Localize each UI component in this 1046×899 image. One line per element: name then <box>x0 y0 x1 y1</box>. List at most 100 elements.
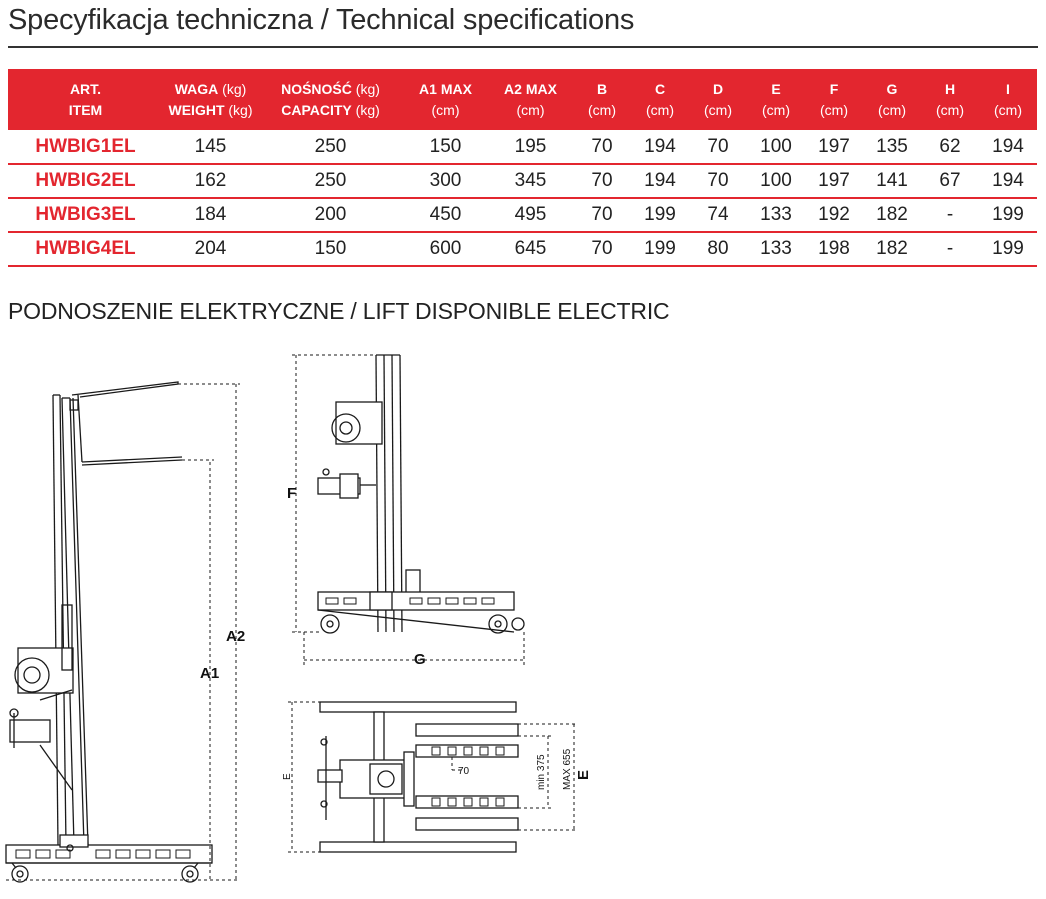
lift-side-view <box>5 381 240 883</box>
table-cell: 600 <box>403 232 488 267</box>
column-header-8: E (cm) <box>747 69 805 130</box>
table-cell: 450 <box>403 198 488 233</box>
table-cell: 197 <box>805 130 863 165</box>
table-cell: 300 <box>403 164 488 199</box>
column-header-line2: (cm) <box>820 101 848 118</box>
table-cell: 70 <box>573 164 631 199</box>
column-header-line2: (cm) <box>704 101 732 118</box>
dim-min-label: min 375 <box>536 754 547 790</box>
table-cell: 80 <box>689 232 747 267</box>
table-cell: 194 <box>979 164 1037 199</box>
dim-a2-label: A2 <box>226 628 245 645</box>
item-code-cell: HWBIG2EL <box>8 164 163 199</box>
column-header-line1: A2 MAX <box>504 80 557 97</box>
table-cell: 495 <box>488 198 573 233</box>
column-header-line2: ITEM <box>68 101 103 118</box>
column-header-3: A1 MAX (cm) <box>403 69 488 130</box>
column-header-2: NOŚNOŚĆ (kg)CAPACITY (kg) <box>258 69 403 130</box>
column-header-line2: CAPACITY <box>281 101 352 118</box>
table-cell: 135 <box>863 130 921 165</box>
column-header-unit: (kg) <box>224 101 253 118</box>
table-cell: 74 <box>689 198 747 233</box>
column-header-line1: ART. <box>69 80 102 97</box>
table-cell: 70 <box>689 130 747 165</box>
title-divider <box>8 46 1038 48</box>
table-cell: 70 <box>573 130 631 165</box>
column-header-line1: A1 MAX <box>419 80 472 97</box>
item-code-cell: HWBIG1EL <box>8 130 163 165</box>
table-cell: 141 <box>863 164 921 199</box>
table-cell: 100 <box>747 164 805 199</box>
table-cell: 197 <box>805 164 863 199</box>
column-header-9: F (cm) <box>805 69 863 130</box>
section-title: PODNOSZENIE ELEKTRYCZNE / LIFT DISPONIBL… <box>8 298 670 324</box>
table-cell: 250 <box>258 130 403 165</box>
column-header-line1: WAGA <box>174 80 219 97</box>
column-header-line2: (cm) <box>431 101 460 118</box>
table-cell: 145 <box>163 130 258 165</box>
column-header-0: ART. ITEM <box>8 69 163 130</box>
dim-max-label: MAX 655 <box>562 748 573 790</box>
column-header-6: C (cm) <box>631 69 689 130</box>
table-cell: 194 <box>631 130 689 165</box>
table-cell: 194 <box>631 164 689 199</box>
column-header-line2: (cm) <box>878 101 906 118</box>
table-cell: 645 <box>488 232 573 267</box>
table-cell: 199 <box>631 198 689 233</box>
table-cell: 62 <box>921 130 979 165</box>
table-cell: 198 <box>805 232 863 267</box>
table-cell: 250 <box>258 164 403 199</box>
table-cell: - <box>921 232 979 267</box>
table-cell: 182 <box>863 198 921 233</box>
column-header-line2: (cm) <box>762 101 790 118</box>
table-cell: 204 <box>163 232 258 267</box>
table-cell: 150 <box>403 130 488 165</box>
column-header-unit: (kg) <box>351 80 380 97</box>
column-header-unit: (kg) <box>351 101 380 118</box>
technical-drawing: A2 A1 F G E 70 min 375 MAX 655 E <box>5 354 592 883</box>
dim-e-right-label: E <box>575 770 592 780</box>
item-code-cell: HWBIG3EL <box>8 198 163 233</box>
column-header-12: I (cm) <box>979 69 1037 130</box>
column-header-line2: (cm) <box>936 101 964 118</box>
column-header-line2: (cm) <box>646 101 674 118</box>
dim-70-label: 70 <box>458 766 470 777</box>
dim-f-label: F <box>287 485 296 502</box>
column-header-line1: NOŚNOŚĆ <box>281 80 352 97</box>
column-header-line1: E <box>771 80 781 97</box>
table-cell: - <box>921 198 979 233</box>
table-cell: 184 <box>163 198 258 233</box>
lift-front-view <box>292 354 525 665</box>
table-cell: 200 <box>258 198 403 233</box>
column-header-7: D(cm) <box>689 69 747 130</box>
column-header-10: G(cm) <box>863 69 921 130</box>
table-cell: 199 <box>979 232 1037 267</box>
column-header-line1: F <box>829 80 839 97</box>
column-header-4: A2 MAX (cm) <box>488 69 573 130</box>
lift-top-view <box>288 701 578 853</box>
column-header-11: H (cm) <box>921 69 979 130</box>
table-cell: 70 <box>573 232 631 267</box>
column-header-1: WAGA (kg)WEIGHT (kg) <box>163 69 258 130</box>
column-header-line1: C <box>654 80 666 97</box>
column-header-line2: (cm) <box>994 101 1022 118</box>
column-header-line1: H <box>944 80 956 97</box>
table-cell: 192 <box>805 198 863 233</box>
column-header-5: B(cm) <box>573 69 631 130</box>
table-cell: 345 <box>488 164 573 199</box>
column-header-unit: (kg) <box>218 80 247 97</box>
column-header-line1: I <box>1006 80 1010 97</box>
table-cell: 133 <box>747 232 805 267</box>
column-header-line2: (cm) <box>588 101 616 118</box>
dim-e-left-label: E <box>282 773 293 780</box>
dim-g-label: G <box>414 651 426 668</box>
table-cell: 70 <box>689 164 747 199</box>
table-cell: 195 <box>488 130 573 165</box>
column-header-line2: (cm) <box>516 101 545 118</box>
